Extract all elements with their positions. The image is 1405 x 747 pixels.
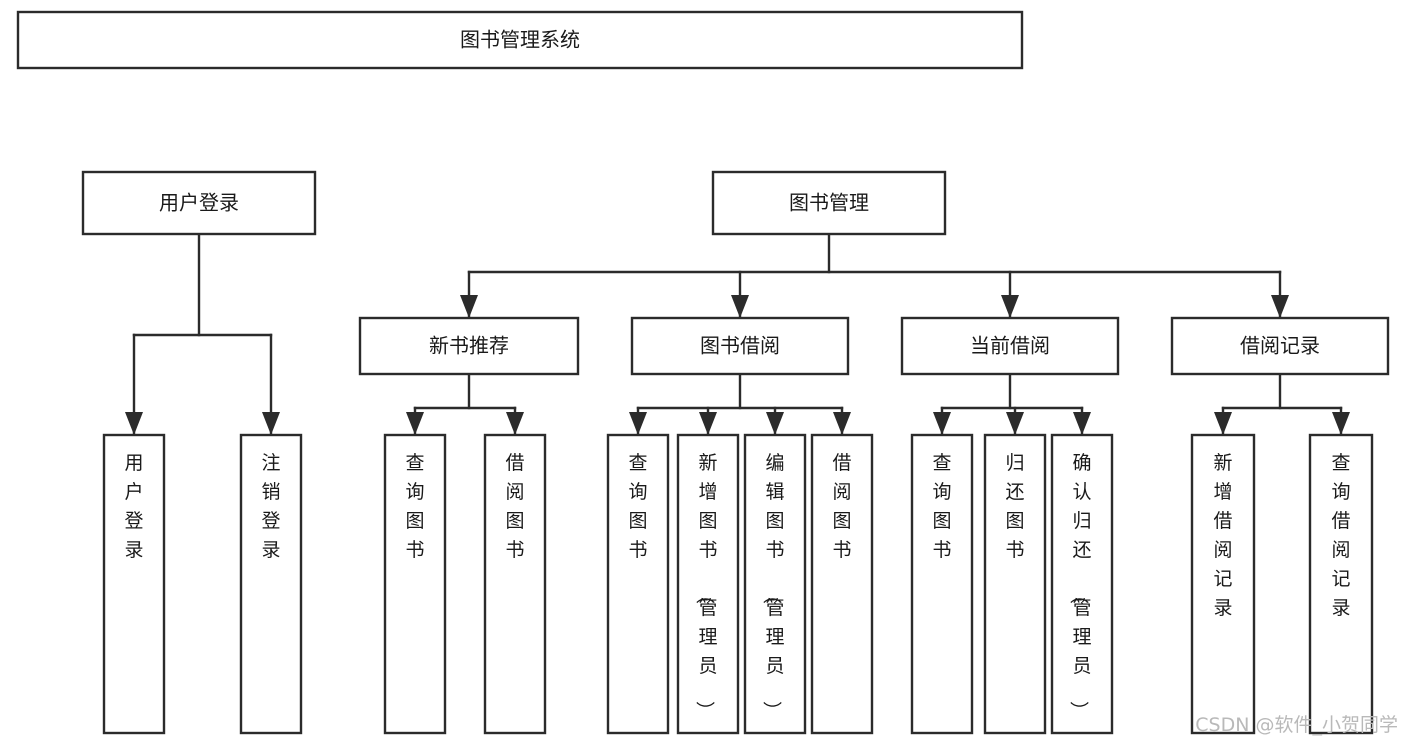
- node-user-login[interactable]: 用户登录: [81, 170, 317, 236]
- node-label-bb-borrow-book: 借阅图书: [832, 452, 851, 561]
- node-label-cb-confirm-return: 确认归还（管理员）: [1067, 452, 1091, 720]
- node-br-add-record[interactable]: 新增借阅记录: [1190, 433, 1256, 735]
- node-root[interactable]: 图书管理系统: [16, 10, 1024, 70]
- node-user-logout-leaf[interactable]: 注销登录: [239, 433, 303, 735]
- arrow-head-icon-cb-query-book: [933, 412, 951, 435]
- node-bb-edit-book[interactable]: 编辑图书（管理员）: [743, 433, 807, 735]
- node-bb-query-book[interactable]: 查询图书: [606, 433, 670, 735]
- arrow-head-icon-br-add-record: [1214, 412, 1232, 435]
- node-box-root: [16, 10, 1024, 70]
- node-br-query-record[interactable]: 查询借阅记录: [1308, 433, 1374, 735]
- arrow-head-icon-bb-edit-book: [766, 412, 784, 435]
- node-box-new-book-recommend: [358, 316, 580, 376]
- node-label-nbr-query-book: 查询图书: [405, 452, 424, 561]
- node-label-user-login-leaf: 用户登录: [124, 452, 143, 561]
- node-label-br-add-record: 新增借阅记录: [1213, 452, 1232, 619]
- node-label-br-query-record: 查询借阅记录: [1331, 452, 1350, 619]
- arrow-head-icon-bb-add-book: [699, 412, 717, 435]
- node-box-user-login-leaf: [102, 433, 166, 735]
- node-book-borrow[interactable]: 图书借阅: [630, 316, 850, 376]
- node-user-login-leaf[interactable]: 用户登录: [102, 433, 166, 735]
- node-label-borrow-record: 借阅记录: [1240, 334, 1320, 358]
- node-cb-return-book[interactable]: 归还图书: [983, 433, 1047, 735]
- node-box-current-borrow: [900, 316, 1120, 376]
- node-nbr-borrow-book[interactable]: 借阅图书: [483, 433, 547, 735]
- node-label-bb-edit-book: 编辑图书（管理员）: [760, 452, 784, 720]
- node-box-bb-borrow-book: [810, 433, 874, 735]
- node-bb-borrow-book[interactable]: 借阅图书: [810, 433, 874, 735]
- node-label-bb-add-book: 新增图书（管理员）: [693, 452, 717, 720]
- node-box-book-manage: [711, 170, 947, 236]
- node-layer: 图书管理系统用户登录图书管理新书推荐图书借阅当前借阅借阅记录用户登录注销登录查询…: [16, 10, 1390, 735]
- node-label-cb-return-book: 归还图书: [1005, 452, 1024, 561]
- node-book-manage[interactable]: 图书管理: [711, 170, 947, 236]
- arrow-head-icon-book-borrow: [731, 295, 749, 318]
- node-box-user-logout-leaf: [239, 433, 303, 735]
- arrow-head-icon-cb-return-book: [1006, 412, 1024, 435]
- node-label-book-borrow: 图书借阅: [700, 334, 780, 358]
- arrow-head-icon-current-borrow: [1001, 295, 1019, 318]
- node-label-root: 图书管理系统: [460, 28, 580, 52]
- node-label-user-login: 用户登录: [159, 191, 239, 215]
- node-box-nbr-query-book: [383, 433, 447, 735]
- arrow-head-icon-nbr-query-book: [406, 412, 424, 435]
- node-box-user-login: [81, 170, 317, 236]
- node-box-nbr-borrow-book: [483, 433, 547, 735]
- node-label-bb-query-book: 查询图书: [628, 452, 647, 561]
- node-bb-add-book[interactable]: 新增图书（管理员）: [676, 433, 740, 735]
- node-box-borrow-record: [1170, 316, 1390, 376]
- csdn-watermark: CSDN @软件_小贺同学: [1195, 714, 1398, 736]
- arrow-head-icon-bb-query-book: [629, 412, 647, 435]
- connector-layer: [125, 232, 1350, 437]
- node-label-nbr-borrow-book: 借阅图书: [505, 452, 524, 561]
- arrow-head-icon-cb-confirm-return: [1073, 412, 1091, 435]
- arrow-head-icon-user-login-leaf: [125, 412, 143, 435]
- node-borrow-record[interactable]: 借阅记录: [1170, 316, 1390, 376]
- node-current-borrow[interactable]: 当前借阅: [900, 316, 1120, 376]
- node-label-book-manage: 图书管理: [789, 191, 869, 215]
- arrow-head-icon-new-book-recommend: [460, 295, 478, 318]
- node-box-cb-query-book: [910, 433, 974, 735]
- arrow-head-icon-nbr-borrow-book: [506, 412, 524, 435]
- node-box-bb-query-book: [606, 433, 670, 735]
- node-label-cb-query-book: 查询图书: [932, 452, 951, 561]
- node-box-br-add-record: [1190, 433, 1256, 735]
- node-box-bb-edit-book: [743, 433, 807, 735]
- node-label-current-borrow: 当前借阅: [970, 334, 1050, 358]
- arrow-head-icon-bb-borrow-book: [833, 412, 851, 435]
- node-box-bb-add-book: [676, 433, 740, 735]
- node-nbr-query-book[interactable]: 查询图书: [383, 433, 447, 735]
- node-label-user-logout-leaf: 注销登录: [261, 452, 280, 561]
- node-cb-confirm-return[interactable]: 确认归还（管理员）: [1050, 433, 1114, 735]
- node-label-new-book-recommend: 新书推荐: [429, 334, 509, 358]
- arrow-head-icon-borrow-record: [1271, 295, 1289, 318]
- node-box-cb-return-book: [983, 433, 1047, 735]
- node-box-br-query-record: [1308, 433, 1374, 735]
- node-new-book-recommend[interactable]: 新书推荐: [358, 316, 580, 376]
- arrow-head-icon-user-logout-leaf: [262, 412, 280, 435]
- node-box-cb-confirm-return: [1050, 433, 1114, 735]
- node-cb-query-book[interactable]: 查询图书: [910, 433, 974, 735]
- arrow-head-icon-br-query-record: [1332, 412, 1350, 435]
- node-box-book-borrow: [630, 316, 850, 376]
